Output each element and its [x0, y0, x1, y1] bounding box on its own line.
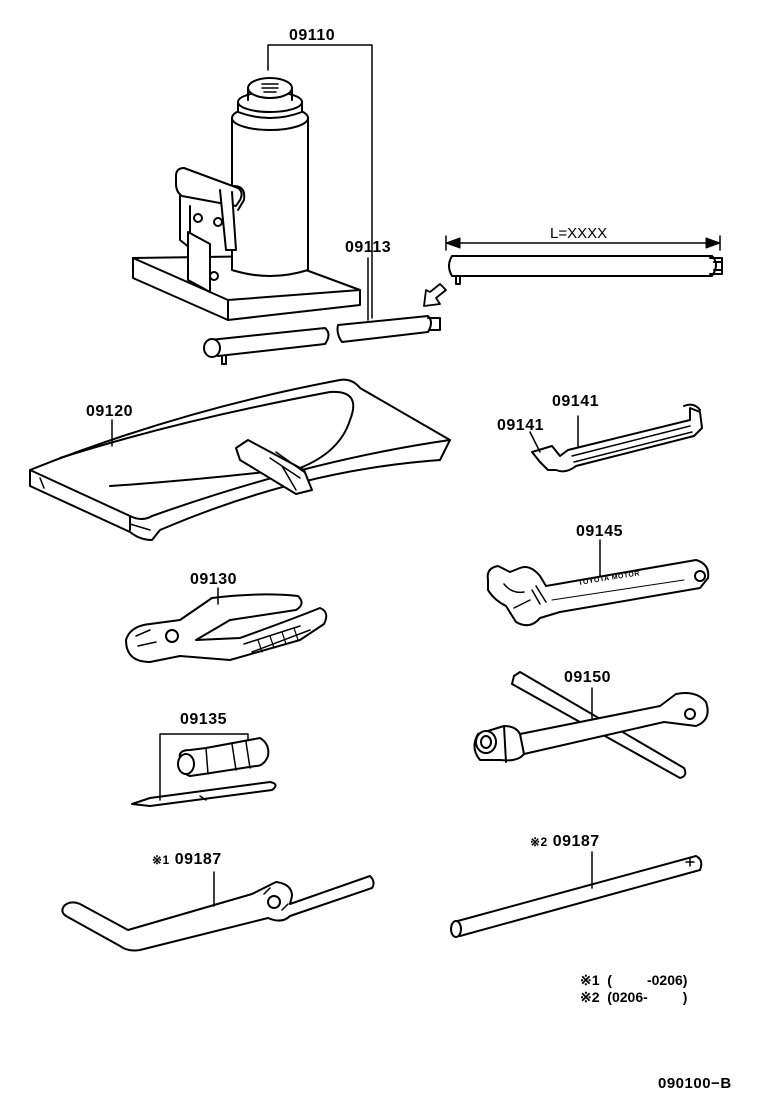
label-09187-1: ※1 09187	[152, 852, 222, 868]
pliers	[125, 593, 328, 663]
mark-1: ※1	[152, 853, 170, 867]
note-1: ※1 ( -0206)	[580, 972, 688, 988]
straight-handle	[450, 855, 703, 938]
leader-09110	[267, 44, 373, 319]
diagram-code: 090100−B	[658, 1075, 732, 1092]
label-09141-lower: 09141	[497, 417, 544, 434]
lug-wrench	[473, 671, 709, 779]
note-2: ※2 (0206- )	[580, 989, 688, 1005]
label-09187-2: ※2 09187	[530, 834, 600, 850]
label-09135: 09135	[180, 711, 227, 728]
screwdriver	[131, 737, 277, 807]
bottle-jack	[132, 77, 361, 321]
label-09110: 09110	[289, 27, 336, 44]
part-09187-1: 09187	[174, 851, 222, 868]
double-end-wrench	[531, 403, 703, 473]
label-09150: 09150	[564, 669, 611, 686]
label-09145: 09145	[576, 523, 623, 540]
label-09141-upper: 09141	[552, 393, 599, 410]
mark-2: ※2	[530, 835, 548, 849]
leader-09141-b	[529, 431, 541, 453]
jack-handle	[203, 283, 447, 365]
tool-bag	[29, 378, 451, 541]
label-09120: 09120	[86, 403, 133, 420]
dimension-label: L=XXXX	[550, 225, 608, 242]
label-09130: 09130	[190, 571, 237, 588]
adjustable-wrench	[486, 559, 710, 627]
leader-09135	[159, 733, 249, 801]
bent-handle	[61, 875, 375, 952]
part-09187-2: 09187	[552, 833, 600, 850]
label-09113: 09113	[345, 239, 392, 256]
extension-bar	[445, 235, 723, 285]
